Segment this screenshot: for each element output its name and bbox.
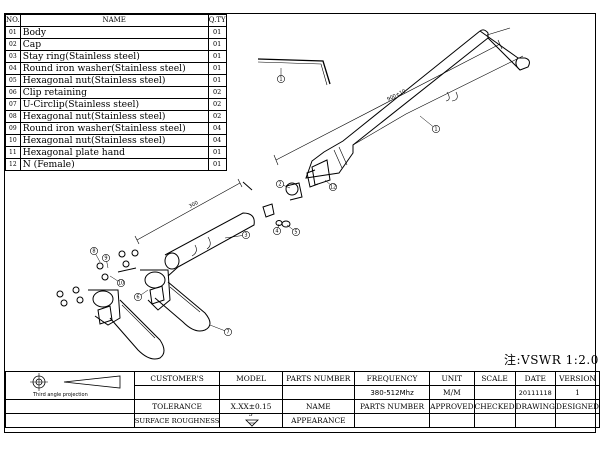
u-clip-upper [154,281,211,332]
cell-parts-number-2: PARTS NUMBER [353,399,431,414]
cell-checked: CHECKED [473,399,516,414]
callout-bubble [117,279,125,287]
callout-bubble [224,328,232,336]
callout-bubble [292,228,300,236]
callout-number: 2 [278,182,281,188]
cell-empty [5,413,135,428]
callout-bubble [277,75,285,83]
cap-part [285,182,303,201]
callout-bubble [273,227,281,235]
part-name: N (Female) [19,158,209,171]
cell-blank [554,413,600,428]
cell-blank [429,413,475,428]
cell-drawing: DRAWING [514,399,556,414]
stay-ring-part [262,203,275,218]
callout-bubble [329,183,337,191]
cell-scale-value [473,385,516,400]
cell-parts-number: PARTS NUMBER [281,371,356,386]
drawing-sheet-border [4,13,596,433]
cell-blank [473,413,516,428]
callout-number: 4 [275,229,278,235]
surface-roughness-icon [245,419,260,427]
dimension-long-label: 900±10 [386,88,407,102]
cell-version-value: 1 [554,385,600,400]
title-row-1: Third angle projection CUSTOMER'S MODEL … [5,371,600,400]
cell-frequency-value: 380-512Mhz [353,385,431,400]
mounting-clamp-lower [88,289,121,326]
cell-model-value [219,385,283,400]
callout-bubble [102,254,110,262]
third-angle-projection-icon [30,373,121,391]
dimension-short-section: 300 [134,178,243,245]
callout-number: 5 [294,230,297,236]
cell-customers: CUSTOMER'S [133,371,221,386]
cell-approved: APPROVED [429,399,475,414]
callout-number: 10 [118,281,124,287]
projection-label: Third angle projection [33,392,88,398]
callout-bubble [276,180,284,188]
cell-frequency: FREQUENCY [353,371,431,386]
part-qty: 02 [207,98,227,111]
callout-number: 8 [92,249,95,255]
mounting-clamp-upper [117,267,171,311]
callout-bubble [242,231,250,239]
part-qty: 01 [207,62,227,75]
cell-customers-value [133,385,221,400]
washers-and-nuts [56,249,139,307]
cell-blank [353,413,431,428]
callout-number: 3 [244,233,247,239]
title-row-4: SURFACE ROUGHNESS S APPEARANCE [5,413,600,428]
cell-appearance: APPEARANCE [281,413,356,428]
hex-key-wrench [257,58,331,86]
cell-date-value: 20111118 [514,385,556,400]
cell-model: MODEL [219,371,283,386]
cell-surface-roughness: SURFACE ROUGHNESS [133,413,221,428]
callout-number: 1 [434,127,437,133]
callout-number: 7 [226,330,229,336]
title-block: Third angle projection CUSTOMER'S MODEL … [5,371,600,428]
callout-bubble [432,125,440,133]
antenna-body-long-section [305,29,530,188]
dimension-short-label: 300 [188,200,199,210]
cell-empty [5,399,135,414]
callout-number: 6 [136,295,139,301]
cell-date: DATE [514,371,556,386]
antenna-body-short-section [164,181,255,277]
cell-name: NAME [281,399,356,414]
cell-unit-value: M/M [429,385,475,400]
cell-unit: UNIT [429,371,475,386]
cell-scale: SCALE [473,371,516,386]
cell-blank [514,413,556,428]
title-row-2: 380-512Mhz M/M 20111118 1 [6,385,600,400]
cell-version: VERSION [554,371,600,386]
cell-tolerance: TOLERANCE [133,399,221,414]
cell-designed: DESIGNED [554,399,600,414]
vswr-note: 注:VSWR 1:2.0 [504,353,599,367]
part-qty: 01 [207,158,227,171]
callout-bubble [134,293,142,301]
callout-bubble [90,247,98,255]
u-clip-lower [109,299,165,360]
callout-number: 1 [279,77,282,83]
roughness-symbol-letter: S [248,413,253,419]
projection-symbol-cell: Third angle projection [5,371,135,400]
cell-tolerance-value: X.XX±0.15 [219,399,283,414]
title-row-3: TOLERANCE X.XX±0.15 NAME PARTS NUMBER AP… [5,399,600,414]
cell-roughness-symbol: S [219,413,283,428]
callout-number: 9 [104,256,107,262]
cell-parts-number-value [281,385,356,400]
hex-nut-part [275,220,291,228]
callout-number: 12 [330,185,336,191]
